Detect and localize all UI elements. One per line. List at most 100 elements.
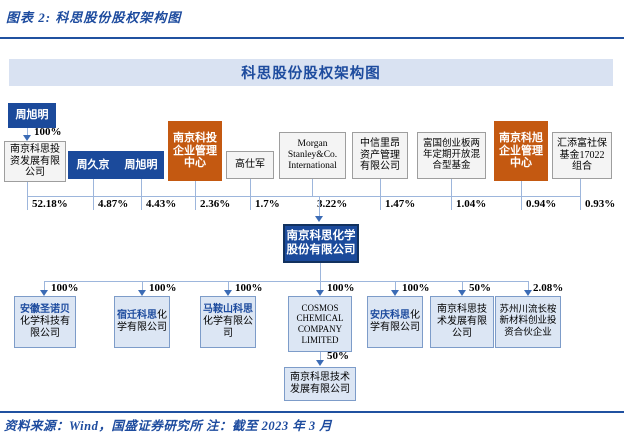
connector-line	[320, 352, 321, 361]
company-name: 南京科思化学股份有限公司	[286, 229, 356, 256]
connector-line	[141, 179, 142, 210]
ownership-label: 0.94%	[526, 198, 557, 210]
subsidiary-name: COSMOS CHEMICAL COMPANY LIMITED	[296, 302, 344, 345]
arrow-icon	[224, 290, 232, 296]
footer-divider	[0, 411, 624, 413]
ownership-label: 0.93%	[585, 198, 616, 210]
org-node-subsidiary: 马鞍山科思化学有限公司	[200, 296, 256, 348]
header-divider	[0, 37, 624, 39]
connector-line	[320, 281, 321, 291]
ownership-label: 2.36%	[200, 198, 231, 210]
ownership-label: 1.04%	[456, 198, 487, 210]
connector-line	[195, 181, 196, 210]
arrow-icon	[316, 360, 324, 366]
org-node-shareholder: 周久京	[68, 151, 118, 179]
ownership-label: 4.43%	[146, 198, 177, 210]
connector-line	[142, 281, 143, 291]
ownership-label: 100%	[149, 282, 177, 294]
holding-name: 南京科思投资发展有限公司	[10, 143, 60, 179]
shareholder-name: 周旭明	[124, 158, 158, 171]
org-node-company: 南京科思化学股份有限公司	[283, 224, 359, 263]
org-node-shareholder: 富国创业板两年定期开放混合型基金	[417, 132, 486, 179]
ownership-label: 1.47%	[385, 198, 416, 210]
founder-name: 周旭明	[15, 109, 49, 122]
ownership-label: 50%	[469, 282, 491, 294]
shareholder-name: 高仕军	[235, 159, 265, 171]
org-node-shareholder: 南京科投企业管理中心	[168, 121, 222, 181]
subsidiary-name: 苏州川流长桉新材料创业投资合伙企业	[499, 305, 557, 338]
ownership-label: 100%	[34, 126, 62, 138]
shareholder-name: 富国创业板两年定期开放混合型基金	[422, 138, 480, 172]
subsidiary-name: 化学有限公司	[203, 316, 253, 339]
ownership-label: 100%	[327, 282, 355, 294]
subsidiary-name-highlight: 安庆科思	[370, 310, 410, 322]
connector-line	[312, 179, 313, 196]
org-node-shareholder: Morgan Stanley&Co. International	[279, 132, 346, 179]
figure-caption: 图表 2: 科思股份股权架构图	[6, 10, 182, 25]
connector-line	[528, 281, 529, 291]
connector-line	[27, 182, 28, 210]
connector-line	[580, 179, 581, 210]
org-node-shareholder: 周旭明	[118, 151, 164, 179]
connector-line	[27, 128, 28, 136]
arrow-icon	[40, 290, 48, 296]
bus-line	[27, 196, 580, 197]
org-node-subsidiary: 南京科思技术发展有限公司	[430, 296, 494, 348]
shareholder-name: 周久京	[76, 158, 110, 171]
connector-line	[319, 196, 320, 216]
org-node-shareholder: 高仕军	[226, 151, 274, 179]
ownership-label: 100%	[235, 282, 263, 294]
org-node-subsidiary: 宿迁科思化学有限公司	[114, 296, 170, 348]
arrow-icon	[391, 290, 399, 296]
ownership-label: 100%	[51, 282, 79, 294]
org-node-founder: 周旭明	[8, 103, 56, 128]
chart-title-banner: 科思股份股权架构图	[9, 59, 613, 86]
org-node-subsidiary: 安庆科思化学有限公司	[367, 296, 423, 348]
subsidiary-name-highlight: 马鞍山科思	[203, 304, 253, 316]
connector-line	[462, 281, 463, 291]
org-node-subsidiary: 安徽圣诺贝化学科技有限公司	[14, 296, 76, 348]
ownership-label: 3.22%	[317, 198, 348, 210]
arrow-icon	[316, 290, 324, 296]
connector-line	[380, 179, 381, 210]
connector-line	[395, 281, 396, 291]
ownership-label: 50%	[327, 350, 349, 362]
arrow-icon	[138, 290, 146, 296]
shareholder-name: 汇添富社保基金17022组合	[557, 137, 607, 173]
source-note: 资料来源：Wind，国盛证券研究所 注：截至 2023 年 3 月	[4, 419, 333, 433]
connector-line	[228, 281, 229, 291]
chart-title: 科思股份股权架构图	[241, 66, 381, 82]
arrow-icon	[524, 290, 532, 296]
org-node-subsidiary: 苏州川流长桉新材料创业投资合伙企业	[495, 296, 561, 348]
org-node-holding: 南京科思投资发展有限公司	[4, 141, 66, 182]
shareholder-name: 中信里昂资产管理有限公司	[360, 137, 400, 173]
subsidiary-name-highlight: 宿迁科思	[117, 310, 157, 322]
arrow-icon	[315, 216, 323, 222]
ownership-label: 100%	[402, 282, 430, 294]
org-node-shareholder: 中信里昂资产管理有限公司	[352, 132, 408, 179]
org-node-shareholder: 汇添富社保基金17022组合	[552, 132, 612, 179]
subsidiary-name: 南京科思技术发展有限公司	[437, 304, 487, 339]
arrow-icon	[458, 290, 466, 296]
shareholder-name: 南京科旭企业管理中心	[499, 131, 543, 170]
ownership-label: 1.7%	[255, 198, 280, 210]
ownership-label: 4.87%	[98, 198, 129, 210]
ownership-label: 52.18%	[32, 198, 68, 210]
ownership-label: 2.08%	[533, 282, 564, 294]
subsidiary-name-highlight: 安徽圣诺贝	[20, 304, 70, 316]
org-node-subsidiary: 南京科思技术发展有限公司	[284, 367, 356, 401]
org-node-subsidiary: COSMOS CHEMICAL COMPANY LIMITED	[288, 296, 352, 352]
shareholder-name: 南京科投企业管理中心	[173, 131, 217, 170]
shareholder-name: Morgan Stanley&Co. International	[287, 138, 338, 172]
arrow-icon	[23, 135, 31, 141]
connector-line	[44, 281, 45, 291]
bus-line	[44, 281, 528, 282]
connector-line	[521, 181, 522, 210]
subsidiary-name: 化学科技有限公司	[20, 316, 70, 339]
subsidiary-name: 南京科思技术发展有限公司	[290, 372, 350, 395]
connector-line	[320, 263, 321, 281]
subsidiary-name: 化学有限公司	[117, 310, 167, 333]
connector-line	[93, 179, 94, 210]
connector-line	[250, 179, 251, 210]
subsidiary-name: 化学有限公司	[370, 310, 420, 333]
